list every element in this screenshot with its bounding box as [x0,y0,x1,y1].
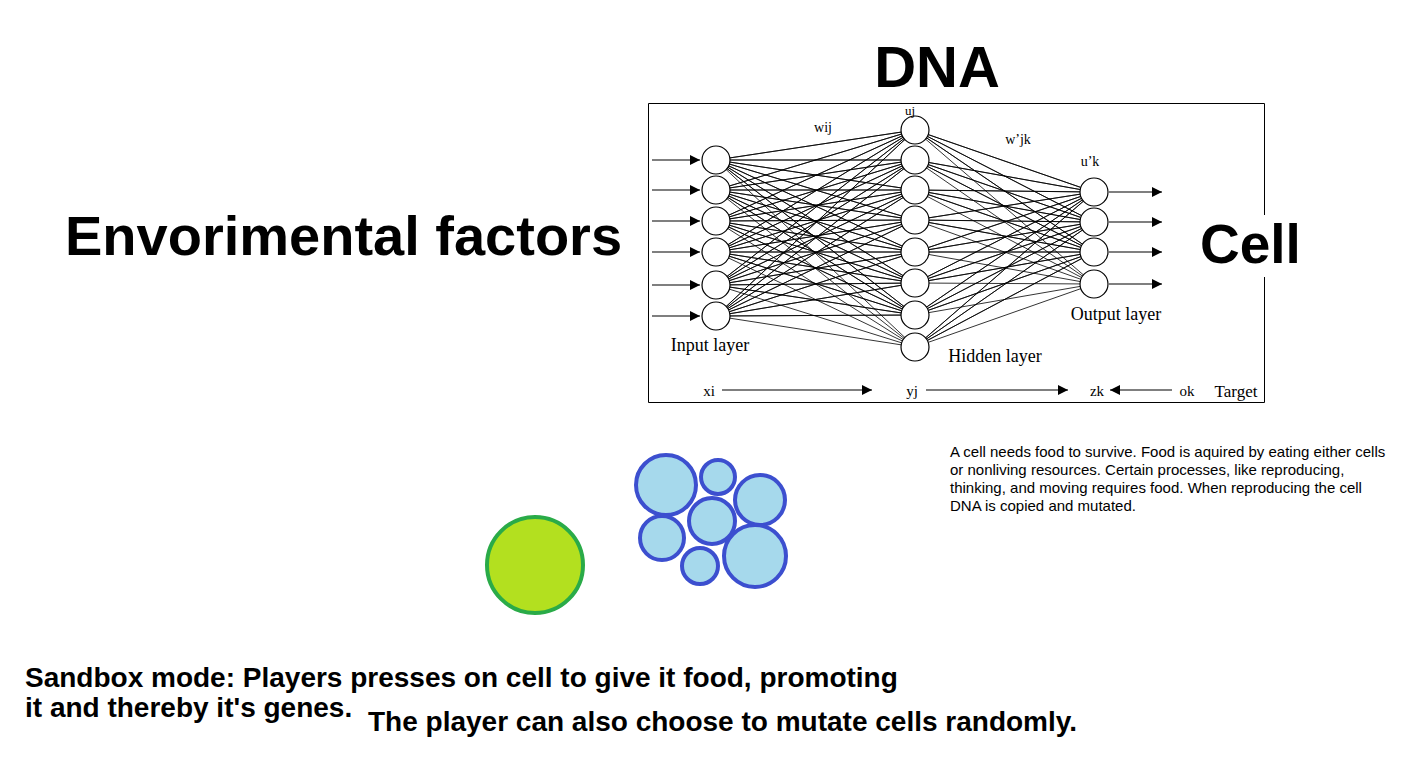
weight-symbol: wij [814,121,832,135]
neuron [702,207,730,235]
output-heading: Cell [1200,217,1301,272]
blue-cell [640,516,684,560]
neuron [1080,208,1108,236]
blue-cell [724,525,786,587]
blue-cell [701,460,735,494]
neuron [702,302,730,330]
blue-cell [636,455,696,515]
layer-label: Output layer [1071,305,1161,323]
input-arrow [652,189,700,190]
neuron [901,116,929,144]
unit-symbol: uj [905,104,915,117]
frame-outline [649,104,1265,403]
signal-symbol: yj [906,384,918,399]
neuron [1080,238,1108,266]
neuron [901,146,929,174]
output-arrow [1109,283,1162,284]
network-frame: DNAwijujw’jku’kInput layerHidden layerOu… [648,103,1265,403]
blue-cell [682,548,718,584]
neuron [901,206,929,234]
flow-arrow [926,389,1068,390]
neuron [901,301,929,329]
signal-symbol: ok [1180,384,1195,399]
neuron [901,176,929,204]
input-neurons [702,146,730,330]
input-arrow [652,315,700,316]
neuron [901,333,929,361]
input-arrow [652,220,700,221]
blue-cell [735,475,785,525]
weight-symbol: w’jk [1005,133,1031,147]
flow-arrow [1110,389,1172,390]
output-arrow [1109,221,1162,222]
note-paragraph: A cell needs food to survive. Food is aq… [950,443,1393,515]
unit-symbol: u’k [1081,155,1100,169]
weight-lines [915,130,1094,347]
frame-heading: DNA [874,38,1000,96]
neuron [901,269,929,297]
neuron [702,271,730,299]
sandbox-note: The player can also choose to mutate cel… [368,707,1077,737]
signal-symbol: zk [1090,384,1104,399]
input-arrow [652,251,700,252]
neuron [901,238,929,266]
output-neurons [1080,178,1108,298]
input-heading: Envorimental factors [65,208,622,264]
hidden-neurons [901,116,929,361]
neuron [1080,178,1108,206]
input-arrows [652,160,700,316]
layer-label: Hidden layer [948,347,1041,365]
neuron [1080,270,1108,298]
neuron [702,146,730,174]
output-arrow [1109,191,1162,192]
flow-arrow [722,389,872,390]
green-cell [487,517,583,613]
input-arrow [652,284,700,285]
blue-cell-cluster [636,455,786,587]
output-arrow [1109,251,1162,252]
weight-lines [716,130,915,347]
target-label: Target [1215,383,1258,400]
neuron [702,176,730,204]
flow-arrows [722,389,1172,390]
output-arrows [1109,192,1162,284]
input-arrow [652,159,700,160]
signal-symbol: xi [703,384,715,399]
neuron [702,238,730,266]
layer-label: Input layer [671,336,749,354]
